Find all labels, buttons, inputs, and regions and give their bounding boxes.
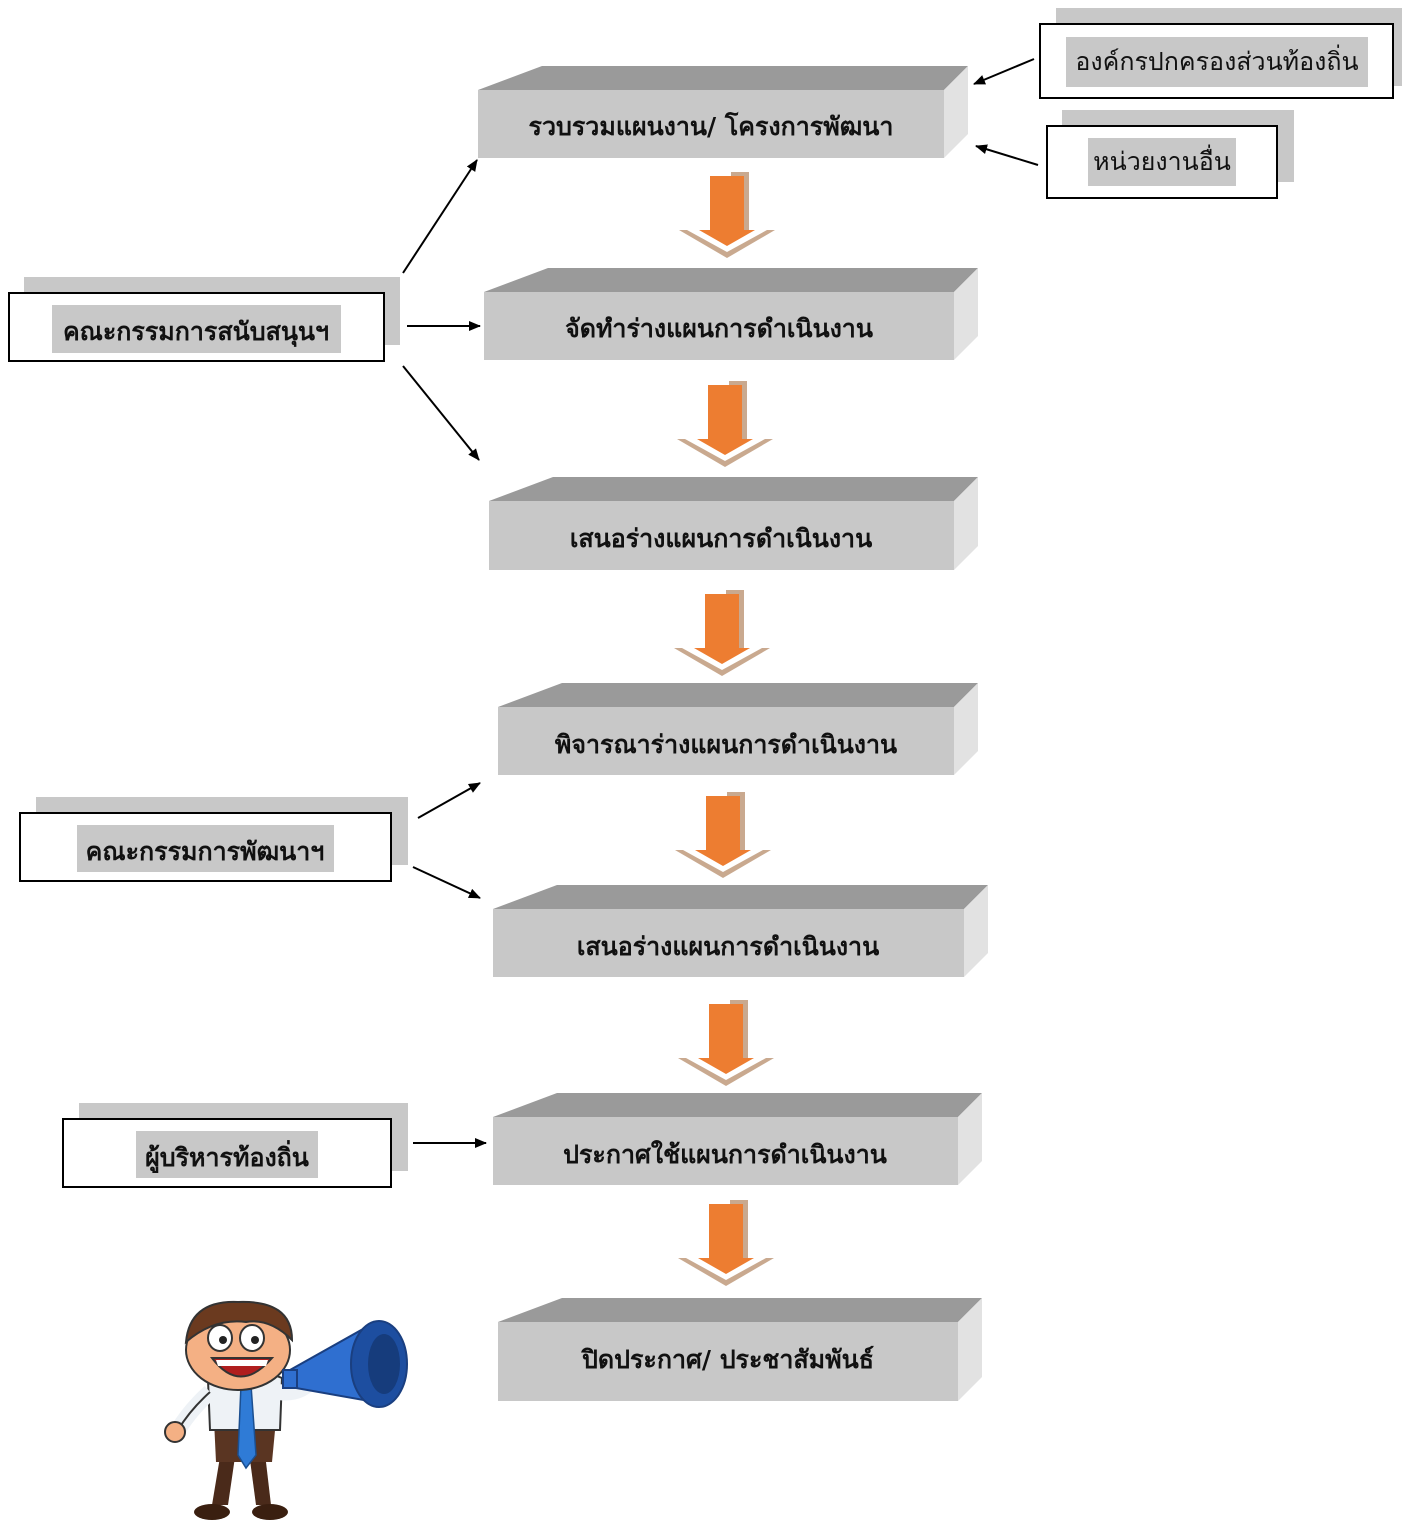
flow-arrow-head bbox=[694, 648, 750, 664]
flow-arrow-shaft bbox=[708, 385, 742, 441]
step-box-face bbox=[489, 501, 954, 570]
flow-arrow-5 bbox=[678, 1000, 774, 1086]
flow-arrow-head bbox=[699, 230, 755, 246]
actor-label-highlight bbox=[52, 305, 341, 353]
step-box-face bbox=[493, 1117, 958, 1185]
actor-local-org: องค์กรปกครองส่วนท้องถิ่น bbox=[1039, 8, 1402, 99]
step-box-4: พิจารณาร่างแผนการดำเนินงาน bbox=[498, 683, 978, 775]
step-box-top bbox=[493, 885, 988, 909]
step-box-face bbox=[493, 909, 964, 977]
actor-label: คณะกรรมการพัฒนาฯ bbox=[86, 837, 325, 866]
step-box-top bbox=[498, 683, 978, 707]
step-box-side bbox=[944, 66, 968, 158]
flow-arrow-shaft bbox=[705, 594, 739, 650]
step-box-2: จัดทำร่างแผนการดำเนินงาน bbox=[484, 268, 978, 360]
flow-arrow-6 bbox=[678, 1200, 774, 1286]
step-box-top bbox=[478, 66, 968, 90]
connector-other-agency-to-step-1 bbox=[975, 144, 1039, 166]
flow-arrow-4 bbox=[675, 792, 771, 878]
step-box-face bbox=[498, 707, 954, 775]
step-box-6: ประกาศใช้แผนการดำเนินงาน bbox=[493, 1093, 982, 1185]
flow-arrow-head bbox=[698, 1258, 754, 1274]
step-label: เสนอร่างแผนการดำเนินงาน bbox=[577, 932, 879, 961]
actor-label-highlight bbox=[1066, 37, 1368, 87]
actor-label: คณะกรรมการสนับสนุนฯ bbox=[63, 317, 329, 348]
actor-other-agency: หน่วยงานอื่น bbox=[1046, 110, 1294, 199]
connector-development-committee-to-step-4 bbox=[417, 782, 481, 819]
flow-arrow-1 bbox=[679, 172, 775, 258]
step-box-face bbox=[478, 90, 944, 158]
flow-arrow-head bbox=[698, 1058, 754, 1074]
step-box-side bbox=[954, 268, 978, 360]
connector-development-committee-to-step-5 bbox=[412, 866, 481, 899]
flow-arrow-shaft bbox=[710, 176, 744, 232]
step-box-top bbox=[493, 1093, 982, 1117]
actor-local-executive: ผู้บริหารท้องถิ่น bbox=[62, 1103, 408, 1188]
flow-arrow-head bbox=[697, 439, 753, 455]
step-label: ประกาศใช้แผนการดำเนินงาน bbox=[563, 1139, 887, 1169]
actor-label: หน่วยงานอื่น bbox=[1093, 144, 1231, 176]
step-box-5: เสนอร่างแผนการดำเนินงาน bbox=[493, 885, 988, 977]
step-box-face bbox=[484, 292, 954, 360]
step-box-1: รวบรวมแผนงาน/ โครงการพัฒนา bbox=[478, 66, 968, 158]
step-box-7: ปิดประกาศ/ ประชาสัมพันธ์ bbox=[498, 1298, 982, 1401]
flow-arrow-head bbox=[695, 850, 751, 866]
flow-arrow-3 bbox=[674, 590, 770, 676]
actor-label: องค์กรปกครองส่วนท้องถิ่น bbox=[1075, 44, 1358, 76]
connector-support-committee-to-step-3 bbox=[402, 365, 480, 461]
step-label: พิจารณาร่างแผนการดำเนินงาน bbox=[555, 730, 897, 759]
step-box-top bbox=[498, 1298, 982, 1322]
step-box-face bbox=[498, 1322, 958, 1401]
step-box-side bbox=[954, 683, 978, 775]
megaphone-cartoon-man-icon bbox=[164, 1300, 408, 1520]
actor-support-committee: คณะกรรมการสนับสนุนฯ bbox=[8, 277, 400, 362]
step-box-side bbox=[954, 477, 978, 570]
step-box-side bbox=[958, 1298, 982, 1401]
step-box-top bbox=[484, 268, 978, 292]
step-box-top bbox=[489, 477, 978, 501]
actor-label: ผู้บริหารท้องถิ่น bbox=[145, 1140, 309, 1174]
flow-arrow-shaft bbox=[706, 796, 740, 852]
actor-label-highlight bbox=[1088, 138, 1236, 186]
step-box-3: เสนอร่างแผนการดำเนินงาน bbox=[489, 477, 978, 570]
actor-development-committee: คณะกรรมการพัฒนาฯ bbox=[19, 797, 408, 882]
actor-label-highlight bbox=[136, 1131, 318, 1178]
flow-arrow-shaft bbox=[709, 1204, 743, 1260]
step-box-side bbox=[958, 1093, 982, 1185]
step-label: รวบรวมแผนงาน/ โครงการพัฒนา bbox=[529, 111, 894, 141]
connector-local-org-to-step-1 bbox=[973, 58, 1035, 85]
flow-arrow-2 bbox=[677, 381, 773, 467]
actor-label-highlight bbox=[77, 825, 334, 872]
step-label: เสนอร่างแผนการดำเนินงาน bbox=[570, 524, 872, 553]
step-label: จัดทำร่างแผนการดำเนินงาน bbox=[565, 314, 873, 343]
step-label: ปิดประกาศ/ ประชาสัมพันธ์ bbox=[580, 1345, 874, 1374]
step-box-side bbox=[964, 885, 988, 977]
connector-support-committee-to-step-1 bbox=[402, 159, 478, 274]
flow-arrow-shaft bbox=[709, 1004, 743, 1060]
